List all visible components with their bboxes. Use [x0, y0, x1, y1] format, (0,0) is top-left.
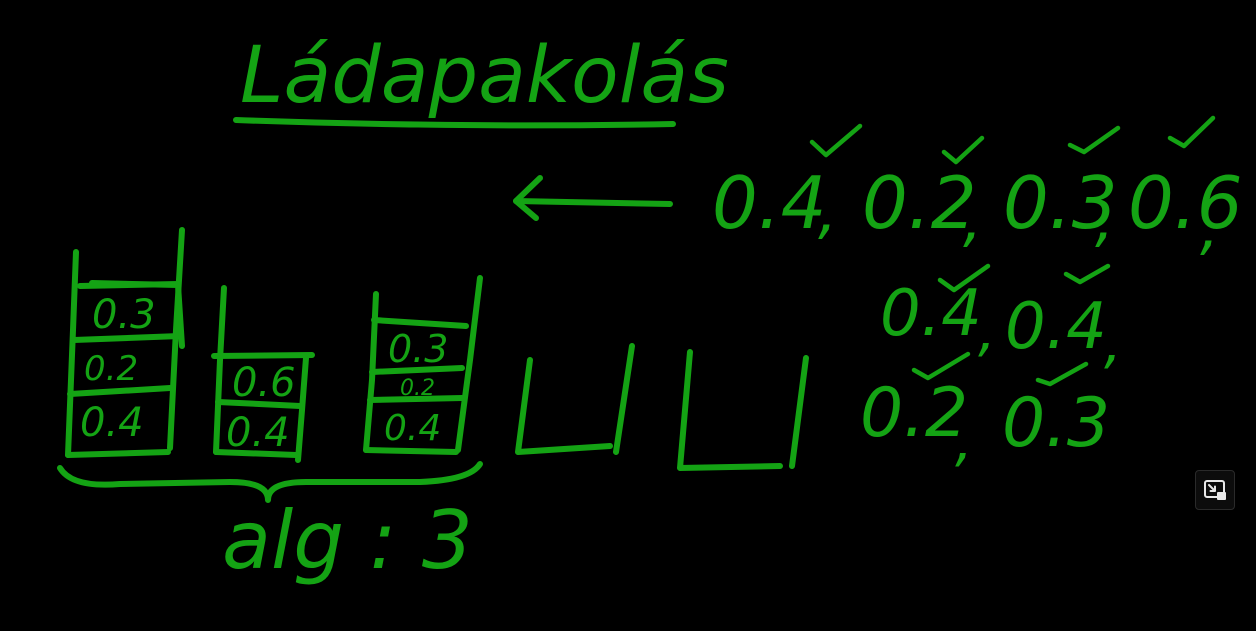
bin-item: 0.2 [400, 376, 435, 401]
checkmark-icons-line-1 [809, 115, 1216, 165]
sequence-item: 0.2 [860, 374, 968, 453]
picture-in-picture-button[interactable] [1195, 470, 1235, 510]
bin-2: 0.6 0.4 [211, 285, 315, 463]
grouping-brace [57, 461, 483, 503]
svg-text:,: , [1200, 193, 1219, 263]
bin-item: 0.6 [232, 360, 296, 406]
bin-item: 0.4 [226, 410, 290, 456]
empty-bin-5 [677, 349, 809, 471]
sequence-item: 0.2 [862, 161, 977, 245]
sequence-item: 0.4 [880, 277, 982, 351]
sequence-item: 0.4 [1005, 290, 1107, 364]
sequence-line-3: 0.2 , 0.3 [860, 374, 1110, 474]
sequence-line-1: 0.4 , 0.2 , 0.3 , 0.6 , [712, 161, 1243, 263]
checkmark-icons-line-2 [937, 263, 1111, 293]
sequence-item: 0.3 [1003, 161, 1118, 245]
bin-3: 0.3 0.2 0.4 [363, 275, 483, 455]
svg-text:,: , [818, 177, 837, 247]
empty-bin-4 [515, 343, 635, 455]
svg-text:,: , [1095, 185, 1114, 255]
board-title: Ládapakolás [240, 31, 729, 121]
bin-1: 0.4 0.2 0.3 [65, 227, 185, 458]
svg-text:,: , [1104, 311, 1122, 376]
picture-in-picture-icon [1204, 480, 1226, 500]
bin-item: 0.4 [80, 400, 144, 446]
bin-item: 0.3 [388, 327, 448, 371]
sequence-item: 0.3 [1002, 384, 1110, 463]
bin-item: 0.4 [384, 408, 441, 449]
svg-text:,: , [955, 409, 973, 474]
checkmark-icons-line-3 [911, 351, 1089, 387]
svg-text:,: , [963, 185, 982, 255]
sequence-item: 0.6 [1128, 161, 1243, 245]
sequence-item: 0.4 [712, 161, 827, 245]
result-label: alg : 3 [222, 494, 473, 587]
sequence-line-2: 0.4 , 0.4 , [880, 277, 1122, 376]
bin-item: 0.3 [92, 292, 156, 338]
title-underline [233, 117, 676, 129]
svg-text:,: , [978, 299, 996, 364]
bin-item: 0.2 [84, 349, 138, 389]
left-arrow-icon [513, 175, 673, 221]
